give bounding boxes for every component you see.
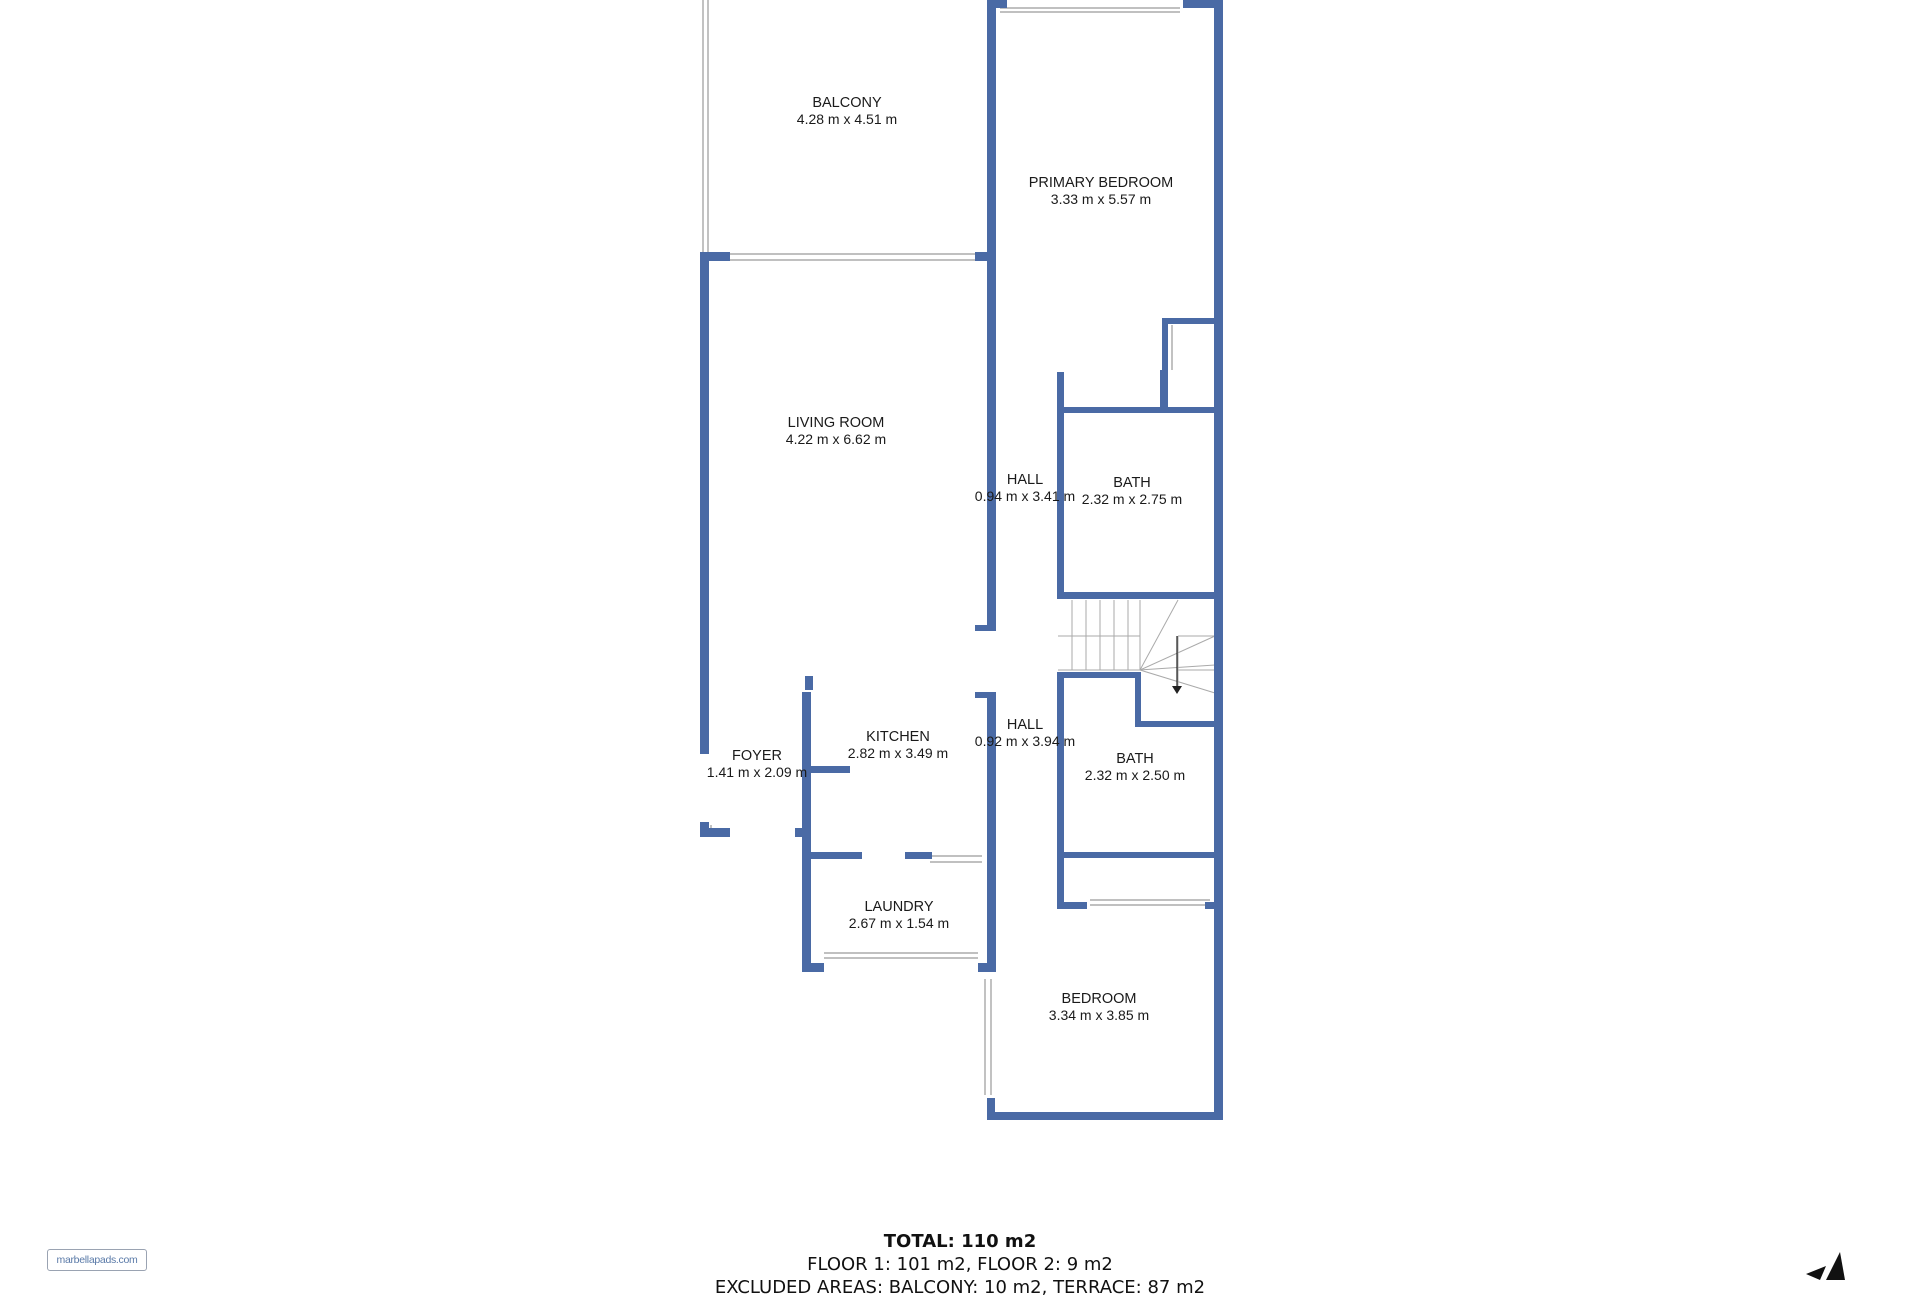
- room-name: KITCHEN: [866, 729, 930, 745]
- room-dims: 0.92 m x 3.94 m: [975, 733, 1075, 749]
- room-bath-2: BATH 2.32 m x 2.50 m: [1085, 751, 1185, 783]
- room-hall-2: HALL 0.92 m x 3.94 m: [975, 717, 1075, 749]
- room-foyer: FOYER 1.41 m x 2.09 m: [707, 748, 807, 780]
- room-balcony: BALCONY 4.28 m x 4.51 m: [797, 95, 897, 127]
- area-summary: TOTAL: 110 m2 FLOOR 1: 101 m2, FLOOR 2: …: [0, 1230, 1920, 1299]
- room-kitchen: KITCHEN 2.82 m x 3.49 m: [848, 729, 948, 761]
- room-name: BEDROOM: [1062, 991, 1137, 1007]
- staircase: [1058, 599, 1216, 694]
- room-dims: 2.32 m x 2.50 m: [1085, 767, 1185, 783]
- room-dims: 3.34 m x 3.85 m: [1049, 1007, 1149, 1023]
- stair-arrow: [1172, 636, 1182, 694]
- room-name: BATH: [1113, 475, 1151, 491]
- room-dims: 4.22 m x 6.62 m: [786, 431, 886, 447]
- room-bedroom: BEDROOM 3.34 m x 3.85 m: [1049, 991, 1149, 1023]
- room-dims: 3.33 m x 5.57 m: [1051, 191, 1151, 207]
- room-name: LAUNDRY: [864, 899, 933, 915]
- room-primary-bedroom: PRIMARY BEDROOM 3.33 m x 5.57 m: [1029, 175, 1174, 207]
- room-living-room: LIVING ROOM 4.22 m x 6.62 m: [786, 415, 886, 447]
- room-dims: 4.28 m x 4.51 m: [797, 111, 897, 127]
- room-dims: 0.94 m x 3.41 m: [975, 488, 1075, 504]
- room-dims: 2.67 m x 1.54 m: [849, 915, 949, 931]
- room-dims: 2.32 m x 2.75 m: [1082, 491, 1182, 507]
- excluded-areas: EXCLUDED AREAS: BALCONY: 10 m2, TERRACE:…: [714, 1277, 1206, 1298]
- north-arrow-icon: [1806, 1252, 1845, 1280]
- room-name: LIVING ROOM: [788, 415, 885, 431]
- total-area: TOTAL: 110 m2: [883, 1231, 1037, 1252]
- room-hall-1: HALL 0.94 m x 3.41 m: [975, 472, 1075, 504]
- thin-lines: [702, 0, 1210, 1095]
- room-laundry: LAUNDRY 2.67 m x 1.54 m: [849, 899, 949, 931]
- room-bath-1: BATH 2.32 m x 2.75 m: [1082, 475, 1182, 507]
- room-name: FOYER: [732, 748, 782, 764]
- brand-logo[interactable]: marbellapads.com: [47, 1249, 147, 1271]
- room-name: HALL: [1007, 472, 1043, 488]
- room-name: HALL: [1007, 717, 1043, 733]
- room-dims: 2.82 m x 3.49 m: [848, 745, 948, 761]
- room-dims: 1.41 m x 2.09 m: [707, 764, 807, 780]
- room-name: BATH: [1116, 751, 1154, 767]
- walls: [700, 0, 1223, 1120]
- floor-areas: FLOOR 1: 101 m2, FLOOR 2: 9 m2: [807, 1254, 1113, 1275]
- room-name: PRIMARY BEDROOM: [1029, 175, 1174, 191]
- room-name: BALCONY: [812, 95, 882, 111]
